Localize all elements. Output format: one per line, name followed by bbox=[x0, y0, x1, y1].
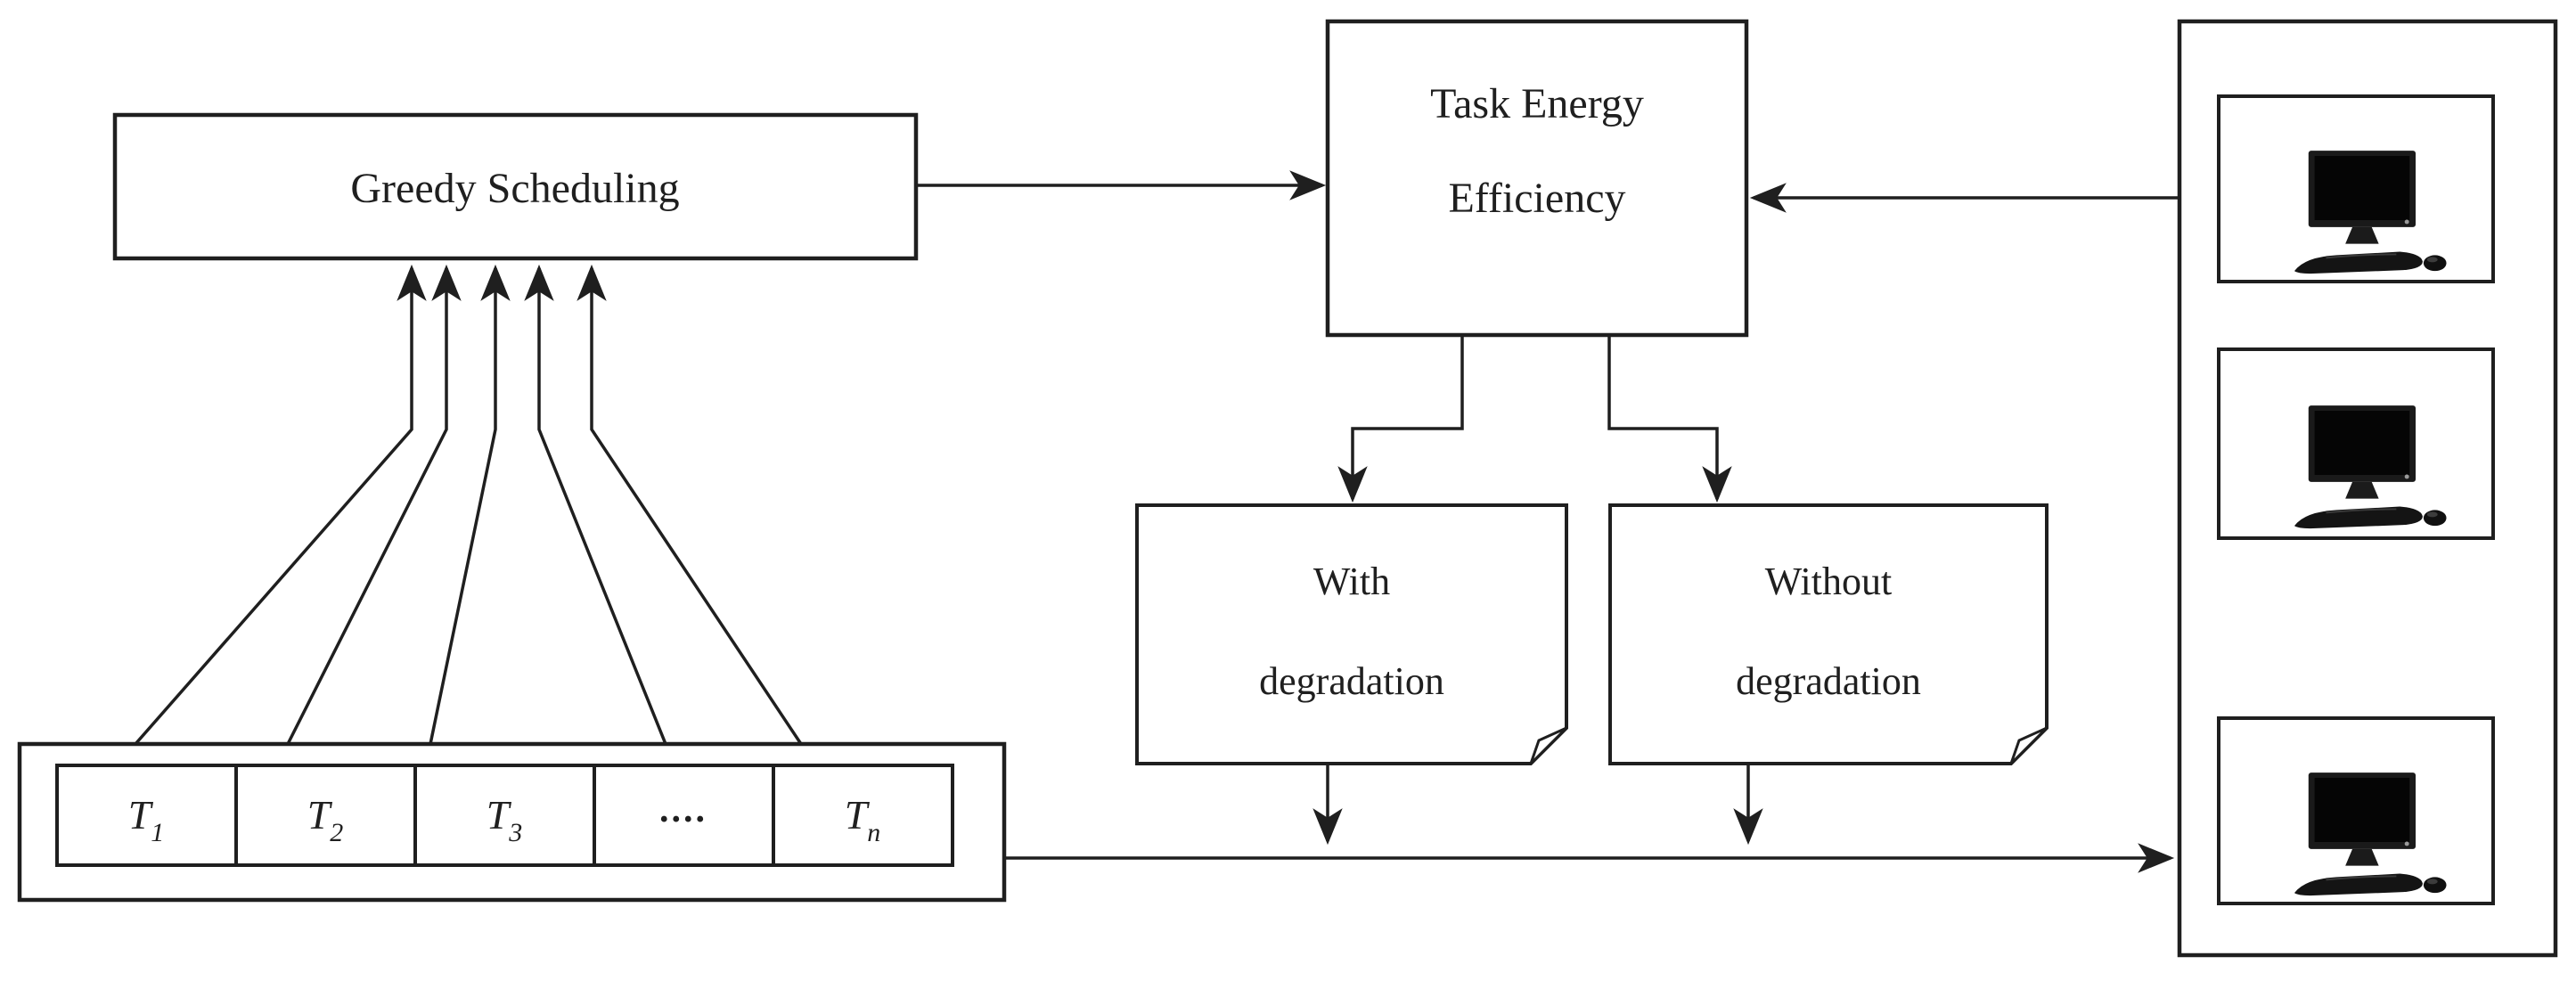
note-fold-corner-icon bbox=[2009, 726, 2049, 765]
fan-arrow-task-2-to-scheduler bbox=[286, 264, 462, 745]
greedy-scheduling-rect bbox=[112, 112, 919, 261]
note-fold-corner-icon bbox=[1529, 726, 1568, 765]
without-degradation-note: Without degradation bbox=[1608, 503, 2049, 765]
without-degradation-label-line2: degradation bbox=[1736, 659, 1921, 703]
task-energy-label-line2: Efficiency bbox=[1448, 175, 1625, 222]
task-queue-cell bbox=[593, 764, 775, 867]
with-degradation-note: With degradation bbox=[1135, 503, 1568, 765]
task-energy-box: Task Energy Efficiency bbox=[1325, 19, 1749, 338]
task-queue-cell-label: T2 bbox=[307, 792, 344, 847]
fan-arrow-task-n-to-scheduler bbox=[577, 264, 803, 745]
with-degradation-label-line2: degradation bbox=[1259, 659, 1444, 703]
fan-arrow-task-4-to-scheduler bbox=[524, 264, 667, 745]
task-energy-rect bbox=[1325, 19, 1749, 338]
greedy-scheduling-box: Greedy Scheduling bbox=[112, 112, 919, 261]
greedy-scheduling-label: Greedy Scheduling bbox=[350, 165, 679, 212]
without-degradation-shape bbox=[1608, 503, 2049, 765]
server-box-1 bbox=[2217, 94, 2495, 283]
task-queue: T1 T2 T3 .... Tn bbox=[17, 741, 1007, 903]
server-panel bbox=[2177, 19, 2558, 958]
server-box-3 bbox=[2217, 716, 2495, 905]
fan-arrow-task-3-to-scheduler bbox=[429, 264, 511, 745]
task-queue-cell-label: .... bbox=[659, 789, 707, 830]
without-degradation-label-line1: Without bbox=[1765, 560, 1892, 603]
task-queue-cell-label: T3 bbox=[487, 792, 523, 847]
task-queue-cell bbox=[413, 764, 596, 867]
server-box-2 bbox=[2217, 347, 2495, 540]
connector-task-energy-to-with-note bbox=[1337, 337, 1464, 503]
with-degradation-label-line1: With bbox=[1313, 560, 1390, 603]
with-degradation-shape bbox=[1135, 503, 1568, 765]
connector-task-energy-to-without-note bbox=[1607, 337, 1732, 503]
task-energy-label-line1: Task Energy bbox=[1430, 80, 1644, 127]
connectors bbox=[134, 170, 2179, 873]
task-queue-cell-label: T1 bbox=[128, 792, 165, 847]
fan-arrow-task-1-to-scheduler bbox=[134, 264, 427, 746]
task-queue-cell-label: Tn bbox=[845, 792, 881, 847]
task-queue-cell bbox=[772, 764, 954, 867]
